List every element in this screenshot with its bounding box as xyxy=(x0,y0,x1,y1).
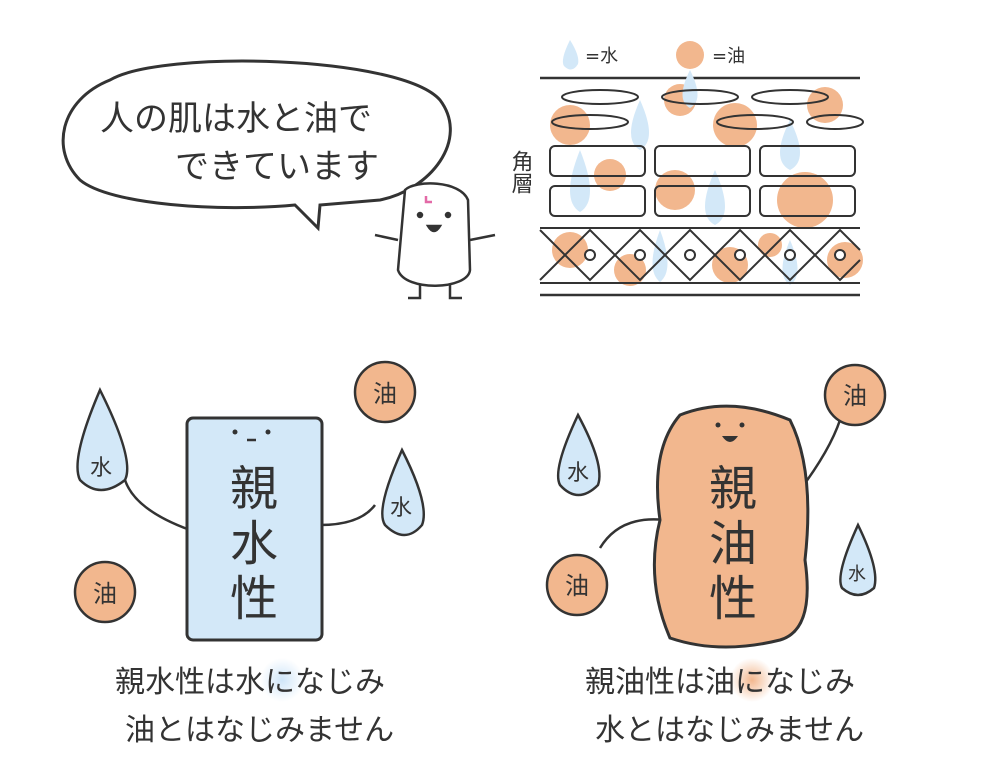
body-label-3: 性 xyxy=(709,571,757,627)
oil-blob-icon xyxy=(823,363,887,427)
legend: =水 =油 xyxy=(562,40,745,70)
body-label-1: 親 xyxy=(709,461,757,517)
oil-label: 油 xyxy=(565,572,589,600)
speech-line-2: できています xyxy=(175,147,379,187)
body-label-3: 性 xyxy=(230,571,278,627)
water-drop-icon xyxy=(381,447,426,537)
hydrophilic-character: 水 水 親 水 性 油 油 xyxy=(73,360,426,642)
body-label-2: 油 xyxy=(709,516,757,572)
drop-label: 水 xyxy=(567,461,589,486)
speech-bubble: 人の肌は水と油で できています xyxy=(61,59,452,232)
lipophilic-character: 水 水 親 油 性 油 油 xyxy=(545,363,887,649)
water-drop-icon xyxy=(562,40,579,70)
stratum-label: 角層 xyxy=(508,150,534,194)
oil-label: 油 xyxy=(93,580,117,608)
water-drop-icon xyxy=(556,412,601,497)
water-drop-icon xyxy=(839,522,877,597)
drop-label: 水 xyxy=(848,564,866,585)
lipophilic-caption-line-2: 水とはなじみません xyxy=(595,713,864,748)
oil-label: 油 xyxy=(843,382,867,410)
oil-label: 油 xyxy=(373,380,397,408)
water-drop-icon xyxy=(76,387,129,492)
drop-label: 水 xyxy=(390,496,412,521)
body-label-2: 水 xyxy=(230,516,278,572)
speech-line-1: 人の肌は水と油で xyxy=(100,99,372,139)
oil-blob-icon xyxy=(73,560,137,624)
mascot xyxy=(374,182,496,300)
hydrophilic-caption-line-2: 油とはなじみません xyxy=(125,713,394,748)
oil-blob-icon xyxy=(353,360,417,424)
drop-label: 水 xyxy=(90,456,112,481)
stratum-corneum-diagram: 角層 xyxy=(508,70,864,297)
lipophilic-caption-line-1: 親油性は油になじみ xyxy=(585,665,855,700)
hydrophilic-caption-line-1: 親水性は水になじみ xyxy=(115,665,385,700)
legend-oil: =油 xyxy=(712,46,745,67)
oil-blob-icon xyxy=(545,553,609,617)
oil-blob-icon xyxy=(676,41,704,69)
legend-water: =水 xyxy=(585,46,618,67)
body-label-1: 親 xyxy=(230,461,278,517)
